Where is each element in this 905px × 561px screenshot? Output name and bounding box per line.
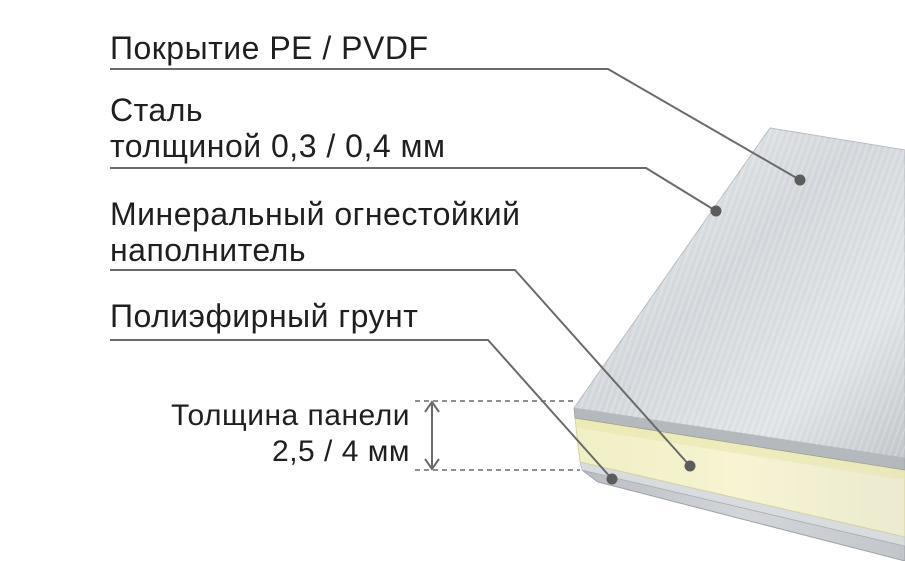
filler-label: Минеральный огнестойкий наполнитель xyxy=(110,196,521,268)
thickness-label-line1: Толщина панели xyxy=(171,399,410,432)
coating-leader xyxy=(110,68,801,181)
coating-label-text: Покрытие PE / PVDF xyxy=(110,30,429,66)
filler-label-line1: Минеральный огнестойкий xyxy=(110,196,521,232)
steel-label-line2: толщиной 0,3 / 0,4 мм xyxy=(110,128,446,164)
steel-label: Сталь толщиной 0,3 / 0,4 мм xyxy=(110,92,446,164)
thickness-arrow-down xyxy=(424,458,440,471)
steel-label-line1: Сталь xyxy=(110,92,204,128)
primer-dot xyxy=(606,473,618,485)
filler-label-line2: наполнитель xyxy=(110,232,306,268)
thickness-label-line2: 2,5 / 4 мм xyxy=(272,435,410,468)
filler-dot xyxy=(684,460,696,472)
leader-dots xyxy=(606,174,806,485)
thickness-arrow-up xyxy=(424,400,440,413)
thickness-label: Толщина панели 2,5 / 4 мм xyxy=(110,398,410,470)
steel-dot xyxy=(710,205,722,217)
primer-label: Полиэфирный грунт xyxy=(110,298,418,334)
coating-dot xyxy=(794,174,806,186)
thickness-dimension xyxy=(415,400,580,471)
primer-leader xyxy=(110,339,613,480)
filler-leader xyxy=(110,269,691,467)
coating-label: Покрытие PE / PVDF xyxy=(110,30,429,66)
steel-leader xyxy=(110,167,717,212)
primer-label-text: Полиэфирный грунт xyxy=(110,298,419,334)
leader-lines xyxy=(110,68,801,480)
